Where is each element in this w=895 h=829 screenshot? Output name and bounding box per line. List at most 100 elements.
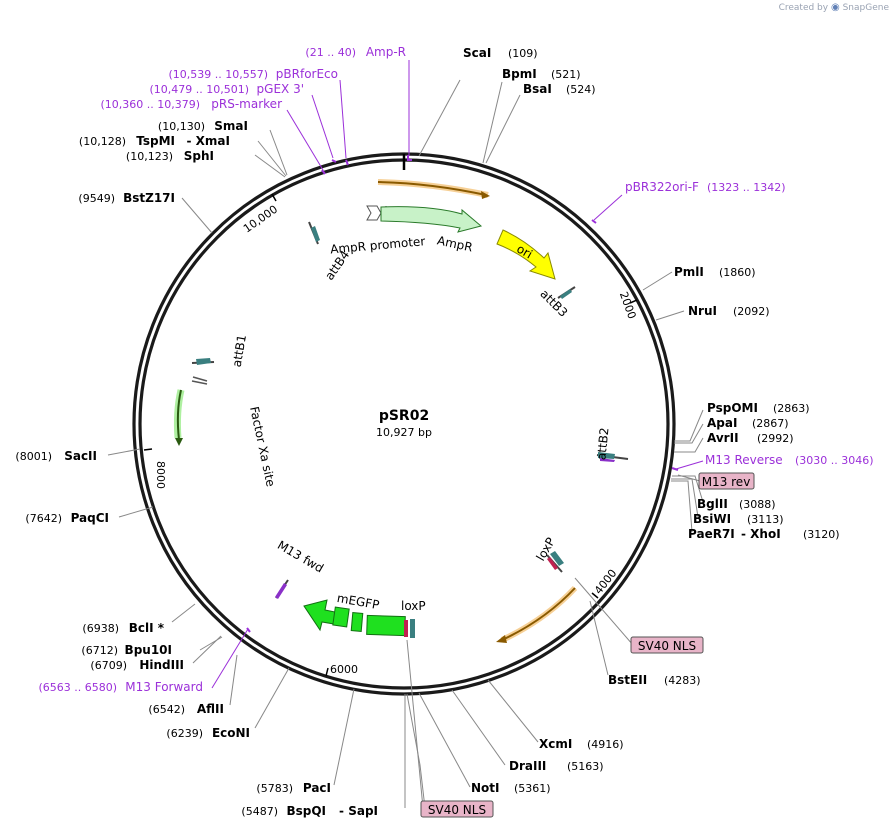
factorxa-label: Factor Xa site	[247, 405, 278, 488]
primer-pbr322ori-marker	[591, 219, 597, 224]
site-aflii-pos: (6542)	[148, 703, 185, 716]
snapgene-credit: Created by ◉ SnapGene	[779, 2, 889, 13]
primer-pgex3-name: pGEX 3'	[257, 82, 304, 96]
site-bglii-pos: (3088)	[739, 498, 776, 511]
site-bsteii-pos: (4283)	[664, 674, 701, 687]
leader-sacii	[107, 448, 141, 456]
plasmid-size: 10,927 bp	[376, 426, 432, 439]
site-pspomi-pos: (2863)	[773, 402, 810, 415]
site-draiii-name: DraIII	[509, 759, 546, 773]
leader-m13reverse	[675, 460, 704, 470]
site-xcmi-pos: (4916)	[587, 738, 624, 751]
site-sacii-pos: (8001)	[15, 450, 52, 463]
site-scai-pos: (109)	[508, 47, 538, 60]
tick-label-8000: 8000	[154, 461, 167, 489]
primer-pbr322ori-range: (1323 .. 1342)	[707, 181, 786, 194]
leader-scai	[418, 79, 461, 157]
primer-pgex3-range: (10,479 .. 10,501)	[149, 83, 249, 96]
leader-paci	[333, 688, 355, 786]
site-bsiwi-pos: (3113)	[747, 513, 784, 526]
site-bsteii-name: BstEII	[608, 673, 647, 687]
site-bsiwi-name: BsiWI	[693, 512, 731, 526]
primer-prsmarker-name: pRS-marker	[211, 97, 282, 111]
leader-m13forward	[211, 628, 249, 689]
site-leaders	[107, 79, 704, 809]
attb3-label: attB3	[537, 287, 570, 320]
site-paer7i-pos: (3120)	[803, 528, 840, 541]
leader-bpmi	[482, 81, 503, 164]
tick-label-6000: 6000	[330, 663, 358, 676]
site-bglii-name: BglII	[697, 497, 728, 511]
leader-xcmi	[487, 679, 539, 743]
attb2-label: attB2	[594, 427, 611, 461]
site-avrii-name: AvrII	[707, 431, 739, 445]
leader-pbr322ori	[593, 194, 623, 221]
leader-pbrforeco	[339, 79, 347, 159]
site-nrui-name: NruI	[688, 304, 717, 318]
site-tspmi-pos: (10,128)	[79, 135, 126, 148]
box-sv40-nls-right	[630, 636, 704, 654]
ampr-feature	[380, 206, 483, 233]
primer-ampr-name: Amp-R	[366, 45, 406, 59]
leader-avrii	[674, 437, 704, 453]
primer-m13rev-range: (3030 .. 3046)	[795, 454, 874, 467]
tick-8000	[143, 448, 153, 451]
leader-bspqi	[406, 693, 426, 809]
site-bspqi-pos: (5487)	[241, 805, 278, 818]
tick-2000	[629, 299, 638, 304]
snapgene-logo-icon: ◉	[830, 2, 840, 13]
site-scai-name: ScaI	[463, 46, 491, 60]
site-paci-name: PacI	[303, 781, 331, 795]
site-noti-name: NotI	[471, 781, 500, 795]
box-sv40-nls-bottom	[420, 800, 494, 818]
loxp-bottom-feature	[410, 619, 415, 638]
tick-4000	[591, 592, 599, 599]
site-bpmi-pos: (521)	[551, 68, 581, 81]
sv40-nls-arrow-top	[377, 181, 487, 196]
site-bspqi-sep: - SapI	[339, 804, 378, 818]
leader-apai	[674, 423, 704, 444]
ori-feature	[496, 229, 556, 280]
leader-box-m13rev	[677, 474, 701, 482]
site-paqci-name: PaqCI	[71, 511, 109, 525]
leader-pgex3	[311, 94, 334, 159]
ampr-promoter-feature	[366, 205, 382, 221]
primer-pbrforeco-marker	[345, 159, 349, 166]
primer-leaders	[211, 60, 704, 689]
attb1-label: attB1	[230, 334, 249, 369]
factorxa-marker-b	[191, 380, 208, 385]
site-nrui-pos: (2092)	[733, 305, 770, 318]
attb2-primer	[600, 458, 615, 462]
attb4-label: attB4	[322, 248, 352, 283]
primer-m13rev-marker	[671, 467, 679, 471]
site-noti-pos: (5361)	[514, 782, 551, 795]
leader-sphi	[254, 154, 286, 178]
sv40-nls-arrowhead-top	[481, 191, 490, 199]
sv40-nls-arrow-bottom	[501, 587, 576, 641]
primer-pgex3-marker	[331, 159, 337, 163]
loxp-bottom-marker	[404, 620, 408, 637]
site-bstz17i-name: BstZ17I	[123, 191, 175, 205]
site-hindiii-pos: (6709)	[90, 659, 127, 672]
site-smai-name: SmaI	[214, 119, 248, 133]
leader-draiii	[451, 689, 506, 766]
site-aflii-name: AflII	[197, 702, 224, 716]
megfp-segment-a	[332, 606, 350, 628]
tick-label-10000: 10,000	[241, 203, 280, 236]
leader-paer7i	[671, 480, 693, 533]
site-pmli-name: PmlI	[674, 265, 704, 279]
primer-pbrforeco-range: (10,539 .. 10,557)	[168, 68, 268, 81]
primer-m13fwd-name: M13 Forward	[125, 680, 203, 694]
leader-box-sv40b	[406, 639, 424, 809]
leader-box-sv40a	[574, 577, 634, 646]
tick-10000	[271, 193, 277, 202]
primer-m13fwd-marker	[246, 627, 251, 633]
credit-brand: SnapGene	[842, 3, 889, 13]
box-m13rev	[698, 472, 755, 490]
leader-bcli	[171, 603, 196, 623]
megfp-segment-c	[366, 614, 406, 637]
site-econi-name: EcoNI	[212, 726, 250, 740]
primer-m13rev-name: M13 Reverse	[705, 453, 783, 467]
plasmid-name: pSR02	[379, 408, 429, 424]
